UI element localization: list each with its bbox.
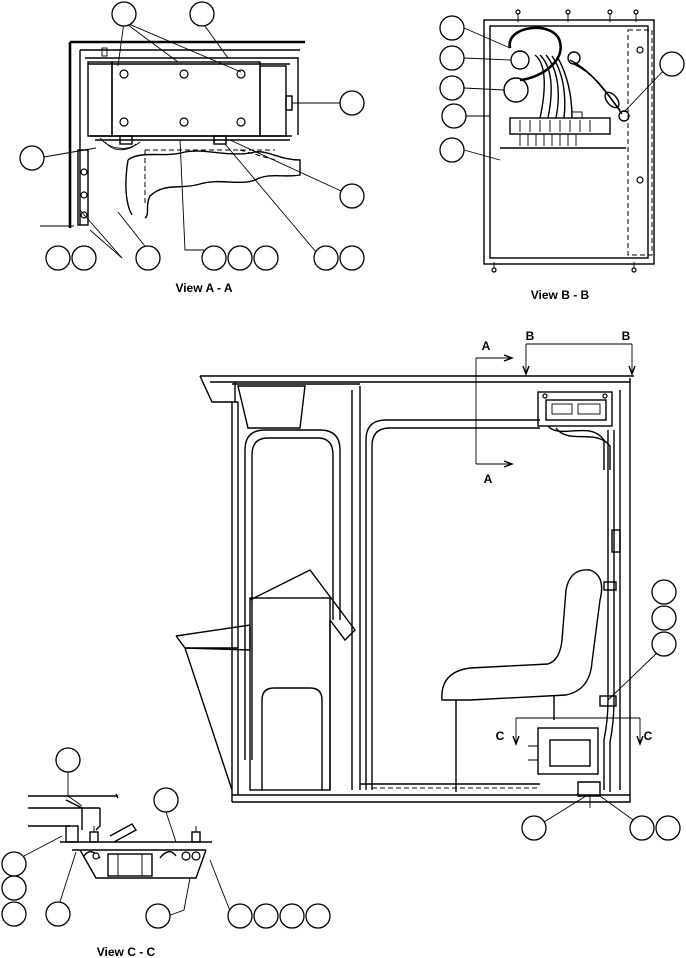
view-c-caption: View C - C <box>97 945 156 958</box>
cab-side-view <box>175 343 681 841</box>
section-a-top-label: A <box>482 339 491 353</box>
view-b-caption: View B - B <box>531 288 590 302</box>
section-a-bottom-label: A <box>484 472 493 486</box>
section-c-left-label: C <box>496 729 505 743</box>
view-a-caption: View A - A <box>175 281 232 295</box>
view-c-drawing <box>1 747 331 929</box>
view-b-drawing <box>439 9 685 273</box>
view-a-drawing <box>19 1 365 271</box>
section-b-right-label: B <box>622 329 631 343</box>
section-b-left-label: B <box>526 329 535 343</box>
section-c-right-label: C <box>644 729 653 743</box>
